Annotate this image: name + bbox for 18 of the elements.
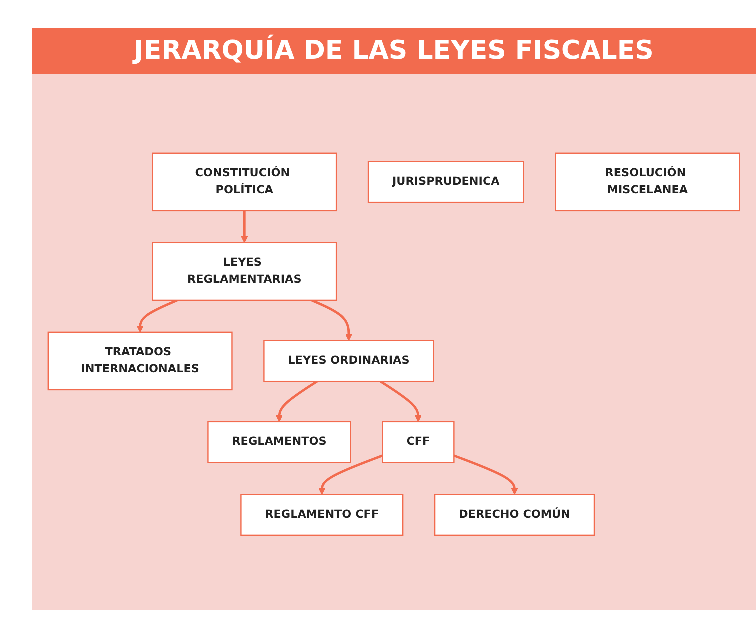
node-box <box>382 420 455 463</box>
node-box <box>368 160 524 203</box>
node-box <box>264 340 434 382</box>
title-banner: JERARQUÍA DE LAS LEYES FISCALES <box>32 28 756 74</box>
arrow <box>380 380 422 422</box>
arrow <box>311 298 352 341</box>
arrow <box>136 298 178 332</box>
arrow <box>276 380 318 422</box>
node-box <box>240 494 404 536</box>
node-box <box>555 152 740 212</box>
node-box <box>152 152 338 212</box>
arrow <box>241 210 248 243</box>
arrow <box>454 454 518 495</box>
node-box <box>48 331 233 390</box>
node-box <box>208 420 352 463</box>
node-box <box>152 242 338 301</box>
node-box <box>434 494 596 536</box>
arrow <box>318 454 384 495</box>
